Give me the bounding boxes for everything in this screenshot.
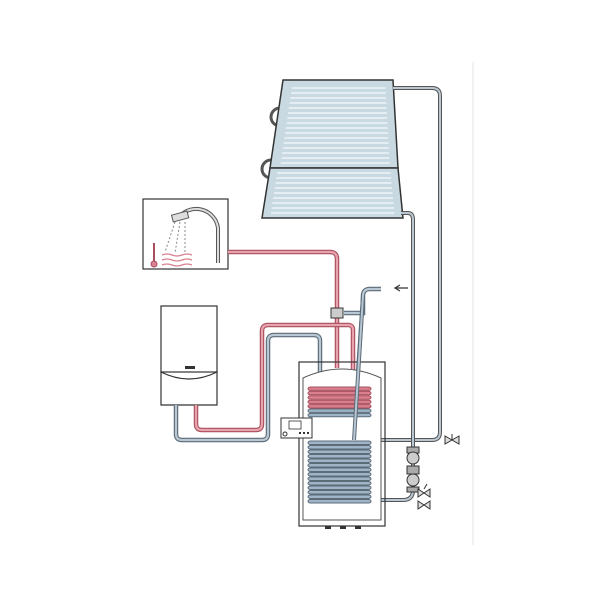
coil-turn bbox=[307, 390, 372, 396]
coil-turn bbox=[307, 472, 372, 477]
gas-boiler bbox=[160, 305, 218, 406]
valve-icon bbox=[444, 434, 460, 445]
coil-turn bbox=[307, 404, 372, 409]
shower-tap-box bbox=[142, 198, 229, 270]
coil-turn bbox=[307, 408, 372, 413]
solar-collector-panels bbox=[260, 79, 404, 219]
coil-turn bbox=[307, 481, 372, 486]
coil-turn bbox=[307, 395, 372, 400]
coil-turn bbox=[307, 449, 372, 454]
solar-flow-pipe-inner bbox=[380, 87, 441, 441]
coil-turn bbox=[307, 467, 372, 472]
coil-turn bbox=[307, 499, 372, 504]
mixing-valve-icon bbox=[330, 307, 344, 319]
thermometer-icon bbox=[150, 243, 158, 268]
controller-display bbox=[288, 420, 302, 430]
inlet-arrow-icon bbox=[393, 284, 408, 292]
collector-tubes bbox=[270, 87, 395, 214]
pump-icon bbox=[406, 451, 420, 465]
solar-return-pipe-inner bbox=[370, 212, 414, 501]
coil-turn bbox=[307, 412, 372, 418]
boiler-logo bbox=[185, 366, 195, 369]
coil-turn bbox=[307, 494, 372, 499]
controller-knob bbox=[282, 431, 288, 437]
solar-heat-exchanger-coil bbox=[307, 440, 372, 504]
coil-turn bbox=[307, 386, 372, 391]
coil-turn bbox=[307, 476, 372, 481]
coil-turn bbox=[307, 490, 372, 495]
coil-turn bbox=[307, 485, 372, 490]
shower-head-icon bbox=[170, 210, 190, 223]
coil-turn bbox=[307, 440, 372, 445]
pump-station bbox=[406, 446, 420, 493]
coil-turn bbox=[307, 458, 372, 463]
coil-turn bbox=[307, 454, 372, 459]
pump-icon bbox=[406, 473, 420, 487]
coil-turn bbox=[307, 445, 372, 450]
boiler-heat-exchanger-coil bbox=[307, 386, 372, 418]
hot-water-waves bbox=[161, 253, 193, 267]
solar-controller bbox=[280, 417, 313, 439]
coil-turn bbox=[307, 463, 372, 468]
drain-valve-icon bbox=[417, 483, 431, 510]
coil-turn bbox=[307, 399, 372, 405]
storage-tank bbox=[298, 361, 386, 529]
